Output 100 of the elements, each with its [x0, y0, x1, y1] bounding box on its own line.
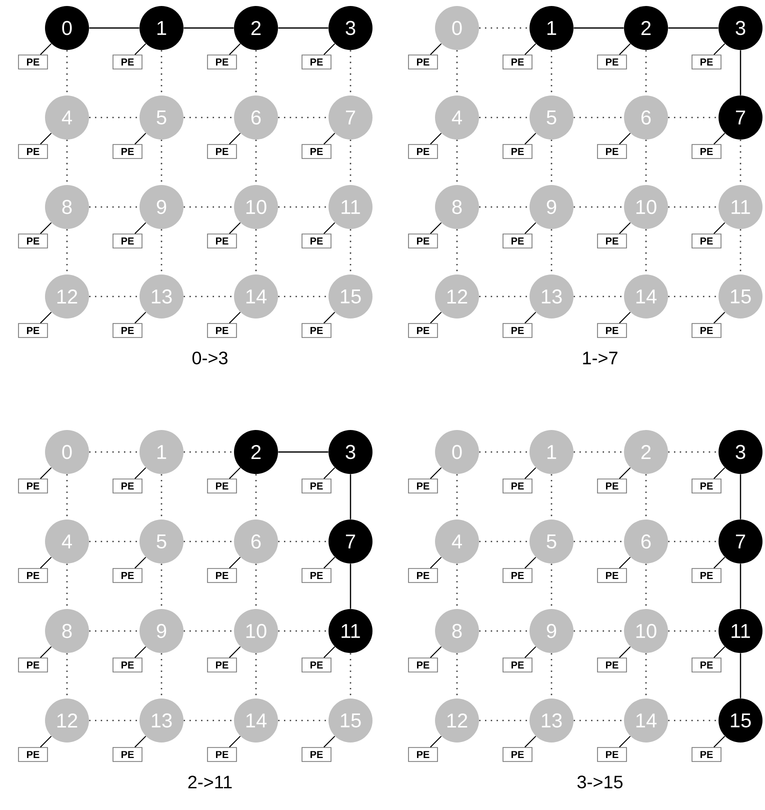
pe-box: PE — [692, 54, 722, 70]
pe-box: PE — [502, 658, 532, 672]
pe-box: PE — [692, 234, 722, 248]
grid-link — [479, 630, 530, 632]
pe-box: PE — [597, 658, 627, 672]
leader-line — [134, 312, 146, 324]
grid-link — [278, 451, 328, 453]
pe-box: PE — [302, 747, 332, 762]
leader-line — [228, 43, 241, 56]
pe-box: PE — [502, 568, 532, 583]
leader-line — [430, 132, 442, 145]
leader-line — [40, 312, 52, 324]
leader-line — [713, 646, 726, 658]
leader-line — [430, 43, 442, 56]
pe-box: PE — [207, 568, 237, 583]
grid-link — [278, 720, 328, 722]
pe-box: PE — [408, 54, 438, 70]
leader-line — [430, 222, 442, 234]
leader-line — [524, 646, 536, 658]
leader-line — [430, 312, 442, 324]
leader-line — [228, 222, 241, 234]
leader-line — [618, 556, 631, 569]
pe-box: PE — [502, 478, 532, 494]
grid-link — [184, 27, 234, 29]
leader-line — [713, 132, 726, 145]
leader-line — [134, 736, 146, 748]
pe-box: PE — [597, 747, 627, 762]
leader-line — [40, 43, 52, 56]
grid-link — [479, 116, 530, 118]
pe-box: PE — [692, 323, 722, 338]
leader-line — [323, 132, 336, 145]
leader-line — [323, 556, 336, 569]
pe-box: PE — [18, 144, 48, 159]
pe-box: PE — [408, 144, 438, 159]
grid-link — [574, 27, 624, 29]
grid-link — [668, 27, 718, 29]
pe-box: PE — [502, 747, 532, 762]
grid-link — [574, 720, 624, 722]
grid-link — [740, 474, 742, 520]
pe-box: PE — [597, 54, 627, 70]
grid-link — [479, 540, 530, 542]
leader-line — [618, 222, 631, 234]
grid-link — [278, 27, 328, 29]
pe-box: PE — [112, 747, 142, 762]
leader-line — [323, 43, 336, 56]
grid-link — [740, 564, 742, 609]
pe-box: PE — [408, 478, 438, 494]
grid-link — [668, 116, 718, 118]
pe-box: PE — [597, 568, 627, 583]
leader-line — [134, 467, 146, 480]
grid-link — [479, 27, 530, 29]
grid-link — [574, 296, 624, 298]
pe-box: PE — [597, 478, 627, 494]
pe-box: PE — [112, 568, 142, 583]
leader-line — [323, 646, 336, 658]
leader-line — [618, 736, 631, 748]
pe-box: PE — [18, 54, 48, 70]
grid-link — [574, 206, 624, 208]
pe-box: PE — [18, 323, 48, 338]
leader-line — [524, 222, 536, 234]
grid-link — [278, 540, 328, 542]
pe-box: PE — [207, 747, 237, 762]
leader-line — [40, 467, 52, 480]
panel-caption: 2->11 — [188, 776, 232, 788]
grid-link — [89, 540, 140, 542]
leader-line — [524, 736, 536, 748]
grid-link — [668, 540, 718, 542]
leader-line — [430, 736, 442, 748]
grid-link — [89, 116, 140, 118]
pe-box: PE — [408, 568, 438, 583]
pe-box: PE — [692, 747, 722, 762]
leader-line — [430, 646, 442, 658]
leader-line — [430, 467, 442, 480]
pe-box: PE — [302, 144, 332, 159]
grid-link — [479, 296, 530, 298]
leader-line — [713, 222, 726, 234]
leader-line — [524, 312, 536, 324]
grid-link — [89, 27, 140, 29]
leader-line — [713, 467, 726, 480]
leader-line — [618, 312, 631, 324]
leader-line — [134, 556, 146, 569]
pe-box: PE — [302, 478, 332, 494]
pe-box: PE — [112, 658, 142, 672]
leader-line — [524, 556, 536, 569]
pe-box: PE — [112, 144, 142, 159]
leader-line — [134, 646, 146, 658]
leader-line — [323, 467, 336, 480]
pe-box: PE — [302, 323, 332, 338]
leader-line — [228, 132, 241, 145]
pe-box: PE — [18, 658, 48, 672]
leader-line — [228, 467, 241, 480]
pe-box: PE — [408, 658, 438, 672]
pe-box: PE — [207, 234, 237, 248]
leader-line — [713, 43, 726, 56]
grid-link — [278, 116, 328, 118]
leader-line — [40, 556, 52, 569]
pe-box: PE — [207, 144, 237, 159]
grid-link — [89, 630, 140, 632]
grid-link — [278, 296, 328, 298]
grid-link — [668, 630, 718, 632]
